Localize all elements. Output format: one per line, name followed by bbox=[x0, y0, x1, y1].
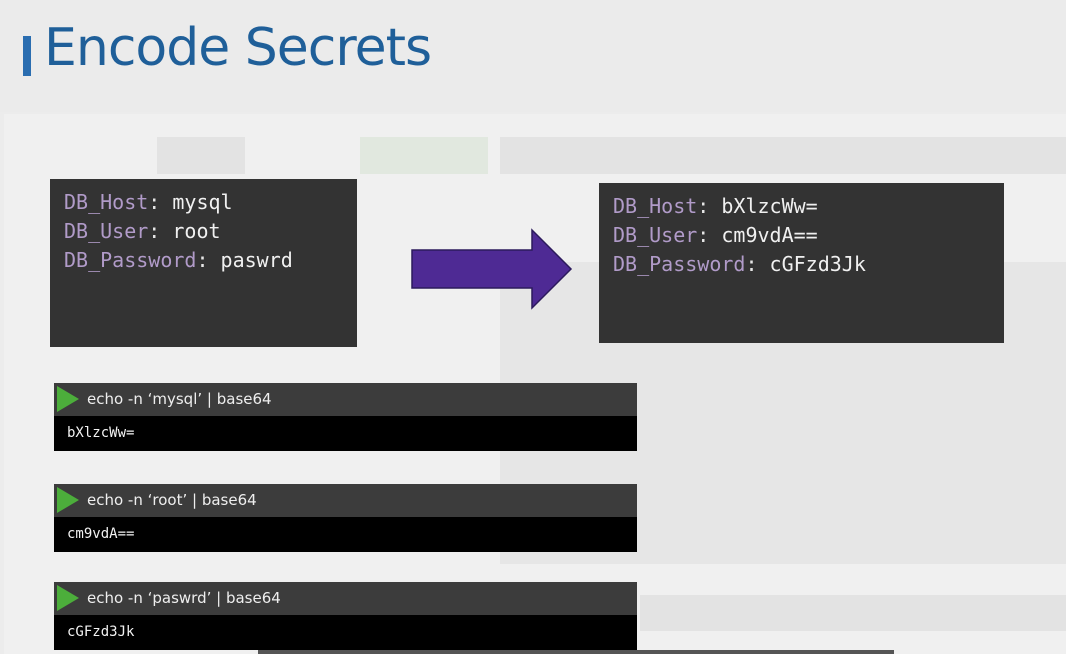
secret-key: DB_User bbox=[613, 223, 698, 247]
play-icon bbox=[57, 487, 79, 513]
video-progress-bar[interactable] bbox=[258, 650, 894, 654]
background-tab bbox=[157, 137, 245, 174]
terminal-command-block: echo -n ‘mysql’ | base64 bXlzcWw= bbox=[54, 383, 637, 451]
play-icon bbox=[57, 386, 79, 412]
terminal-output: bXlzcWw= bbox=[54, 416, 637, 451]
command-output: bXlzcWw= bbox=[67, 425, 135, 441]
title-accent-bar bbox=[23, 36, 31, 76]
encoded-secrets-box: DB_Host: bXlzcWw= DB_User: cm9vdA== DB_P… bbox=[599, 183, 1004, 343]
terminal-command-bar: echo -n ‘mysql’ | base64 bbox=[54, 383, 637, 416]
secret-line: DB_Host: bXlzcWw= bbox=[613, 194, 818, 218]
terminal-command-bar: echo -n ‘paswrd’ | base64 bbox=[54, 582, 637, 615]
background-tab bbox=[360, 137, 488, 174]
command-output: cm9vdA== bbox=[67, 526, 135, 542]
command-text: echo -n ‘paswrd’ | base64 bbox=[87, 589, 281, 607]
terminal-command-block: echo -n ‘root’ | base64 cm9vdA== bbox=[54, 484, 637, 552]
secret-value: paswrd bbox=[220, 248, 293, 272]
secret-key: DB_User bbox=[64, 219, 149, 243]
command-text: echo -n ‘root’ | base64 bbox=[87, 491, 257, 509]
secret-key: DB_Host bbox=[613, 194, 698, 218]
secret-value: mysql bbox=[172, 190, 233, 214]
plain-secrets-box: DB_Host: mysql DB_User: root DB_Password… bbox=[50, 179, 357, 347]
terminal-output: cm9vdA== bbox=[54, 517, 637, 552]
terminal-command-bar: echo -n ‘root’ | base64 bbox=[54, 484, 637, 517]
command-text: echo -n ‘mysql’ | base64 bbox=[87, 390, 272, 408]
terminal-command-block: echo -n ‘paswrd’ | base64 cGFzd3Jk bbox=[54, 582, 637, 650]
secret-key: DB_Password bbox=[613, 252, 746, 276]
background-tab bbox=[500, 137, 1066, 174]
command-output: cGFzd3Jk bbox=[67, 624, 135, 640]
slide-title: Encode Secrets bbox=[44, 18, 432, 78]
secret-line: DB_Password: paswrd bbox=[64, 248, 293, 272]
terminal-output: cGFzd3Jk bbox=[54, 615, 637, 650]
secret-line: DB_Password: cGFzd3Jk bbox=[613, 252, 866, 276]
right-arrow-icon bbox=[411, 228, 573, 310]
secret-value: root bbox=[172, 219, 221, 243]
secret-value: cGFzd3Jk bbox=[769, 252, 866, 276]
play-icon bbox=[57, 585, 79, 611]
secret-value: bXlzcWw= bbox=[721, 194, 818, 218]
secret-line: DB_User: cm9vdA== bbox=[613, 223, 818, 247]
secret-line: DB_User: root bbox=[64, 219, 221, 243]
slide-header bbox=[0, 0, 1066, 112]
secret-key: DB_Password bbox=[64, 248, 197, 272]
background-panel bbox=[640, 595, 1066, 631]
secret-key: DB_Host bbox=[64, 190, 149, 214]
secret-line: DB_Host: mysql bbox=[64, 190, 233, 214]
secret-value: cm9vdA== bbox=[721, 223, 818, 247]
